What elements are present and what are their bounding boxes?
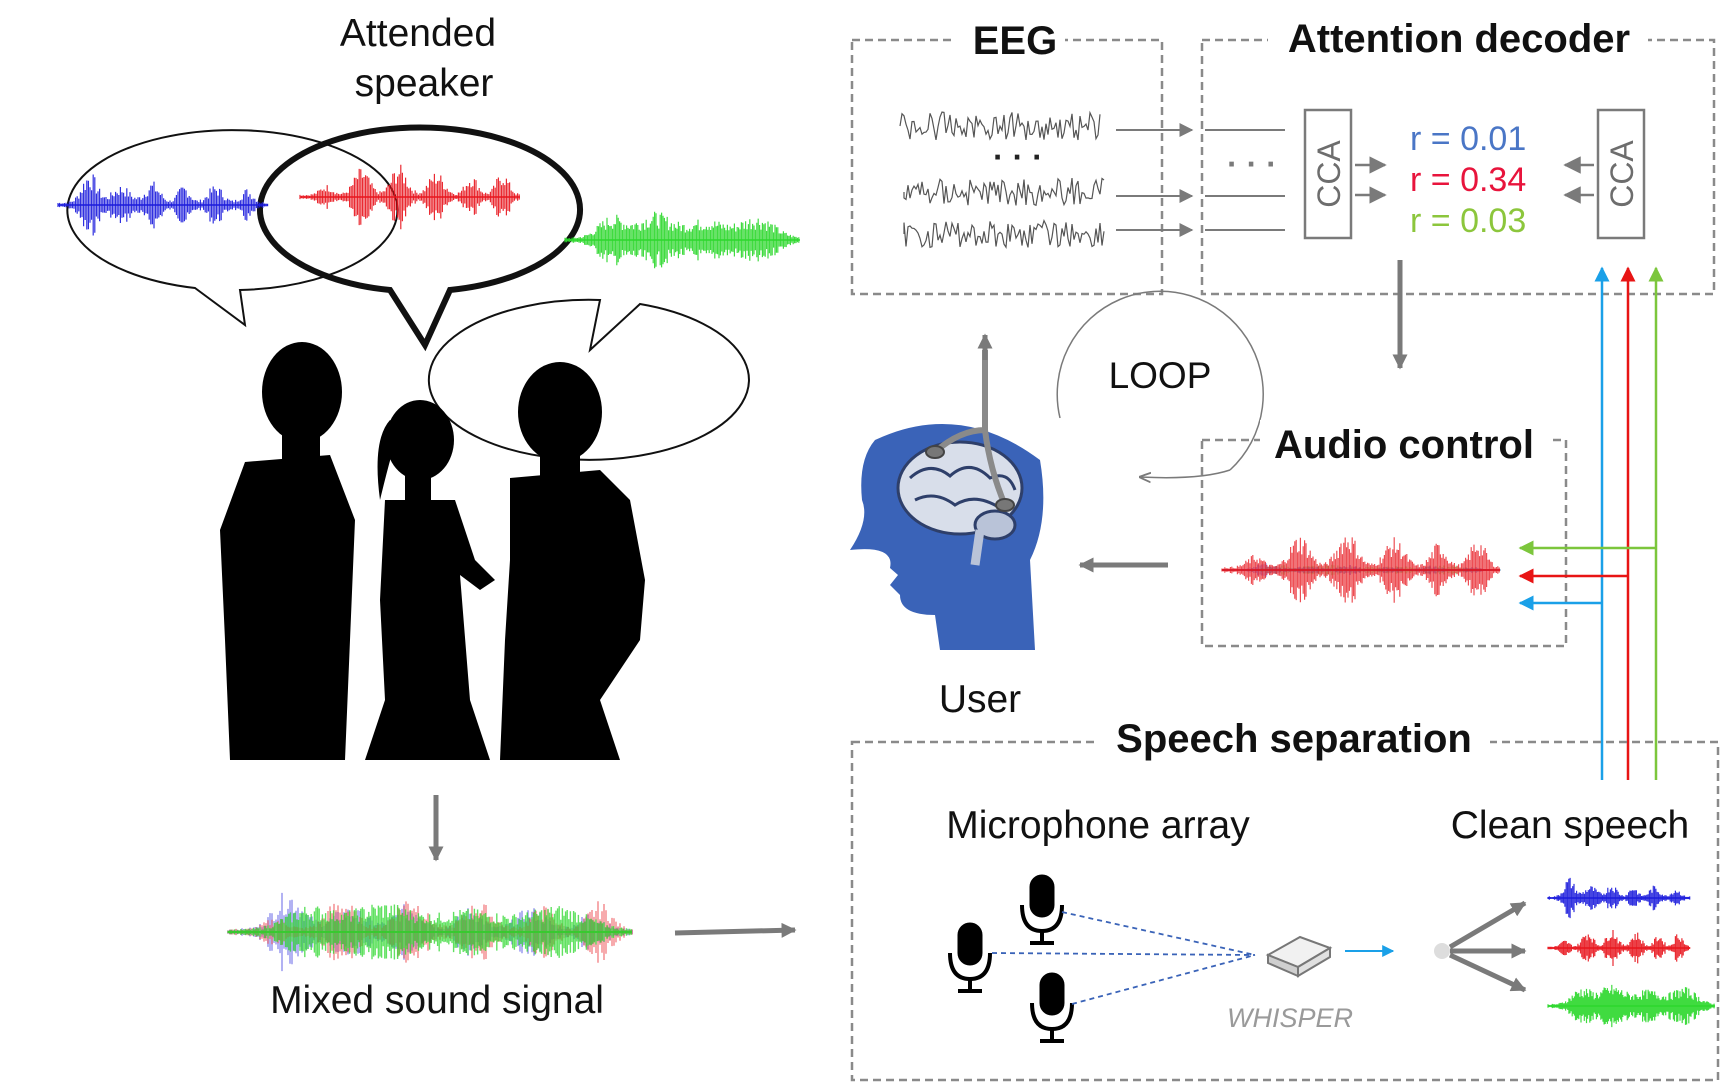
eeg-trace xyxy=(899,110,1101,141)
mixed-sound-label: Mixed sound signal xyxy=(270,979,604,1022)
audio-control-title: Audio control xyxy=(1274,423,1534,467)
man-left-silhouette xyxy=(220,342,355,760)
eeg-traces xyxy=(899,110,1105,249)
eeg-ellipsis: · · · xyxy=(993,139,1043,175)
user-head xyxy=(850,350,1044,650)
clean-speech-waveforms xyxy=(1547,877,1715,1028)
eeg-trace xyxy=(903,177,1105,207)
speaker1-waveform xyxy=(57,174,269,236)
mixed-sound-waveform xyxy=(227,892,633,972)
cca-block-left xyxy=(1303,108,1353,240)
microphone-links xyxy=(991,911,1256,1005)
audio-control-panel xyxy=(1200,438,1568,648)
speaker2-waveform xyxy=(299,164,520,230)
microphone-icon xyxy=(1030,972,1074,1043)
eeg-trace xyxy=(903,218,1105,249)
eeg-title: EEG xyxy=(973,19,1057,63)
loop-arrow xyxy=(1140,469,1231,478)
speaker3-waveform xyxy=(564,211,800,269)
audio-control-waveform xyxy=(1221,537,1501,603)
attended-speaker-label-line1: Attended xyxy=(340,12,496,55)
eeg-panel xyxy=(850,38,1164,296)
user-label: User xyxy=(939,678,1021,721)
electrode-icon xyxy=(995,498,1015,512)
microphone-icon xyxy=(1020,874,1064,945)
eeg-to-decoder-arrows xyxy=(1116,123,1285,237)
split-arrows xyxy=(1448,900,1527,993)
speech-bubbles xyxy=(57,124,800,461)
clean-speech-feedback-lines xyxy=(1518,266,1664,780)
woman-silhouette xyxy=(365,400,495,760)
attention-decoder-title: Attention decoder xyxy=(1288,17,1630,61)
r-value-speaker1: r = 0.01 xyxy=(1410,120,1526,158)
whisper-device-icon xyxy=(1265,935,1333,978)
loop-label: LOOP xyxy=(1109,355,1212,396)
decoder-ellipsis: · · · xyxy=(1227,146,1277,182)
microphone-icon xyxy=(948,922,992,993)
clean-speech-label: Clean speech xyxy=(1451,804,1690,847)
r-value-speaker2: r = 0.34 xyxy=(1410,161,1526,199)
cca-block-right xyxy=(1596,108,1646,240)
man-right-silhouette xyxy=(500,362,645,760)
speech-separation-title: Speech separation xyxy=(1116,717,1472,761)
microphones xyxy=(948,874,1074,1043)
attended-speaker-label-line2: speaker xyxy=(355,62,494,105)
split-node xyxy=(1434,943,1450,959)
people-silhouettes xyxy=(220,342,645,760)
electrode-icon xyxy=(925,445,945,459)
arrow-mixed-to-separation xyxy=(674,922,797,938)
cca-label-right: CCA xyxy=(1604,140,1640,208)
loop-circle xyxy=(1056,290,1264,471)
bubble-left xyxy=(66,129,399,328)
whisper-device-label: WHISPER xyxy=(1227,1003,1353,1033)
bubble-attended xyxy=(257,124,583,352)
attention-decoder-panel xyxy=(1200,38,1716,296)
cca-label-left: CCA xyxy=(1311,140,1347,208)
cca-arrows xyxy=(1355,156,1594,204)
microphone-array-label: Microphone array xyxy=(946,804,1250,847)
r-value-speaker3: r = 0.03 xyxy=(1410,202,1526,240)
